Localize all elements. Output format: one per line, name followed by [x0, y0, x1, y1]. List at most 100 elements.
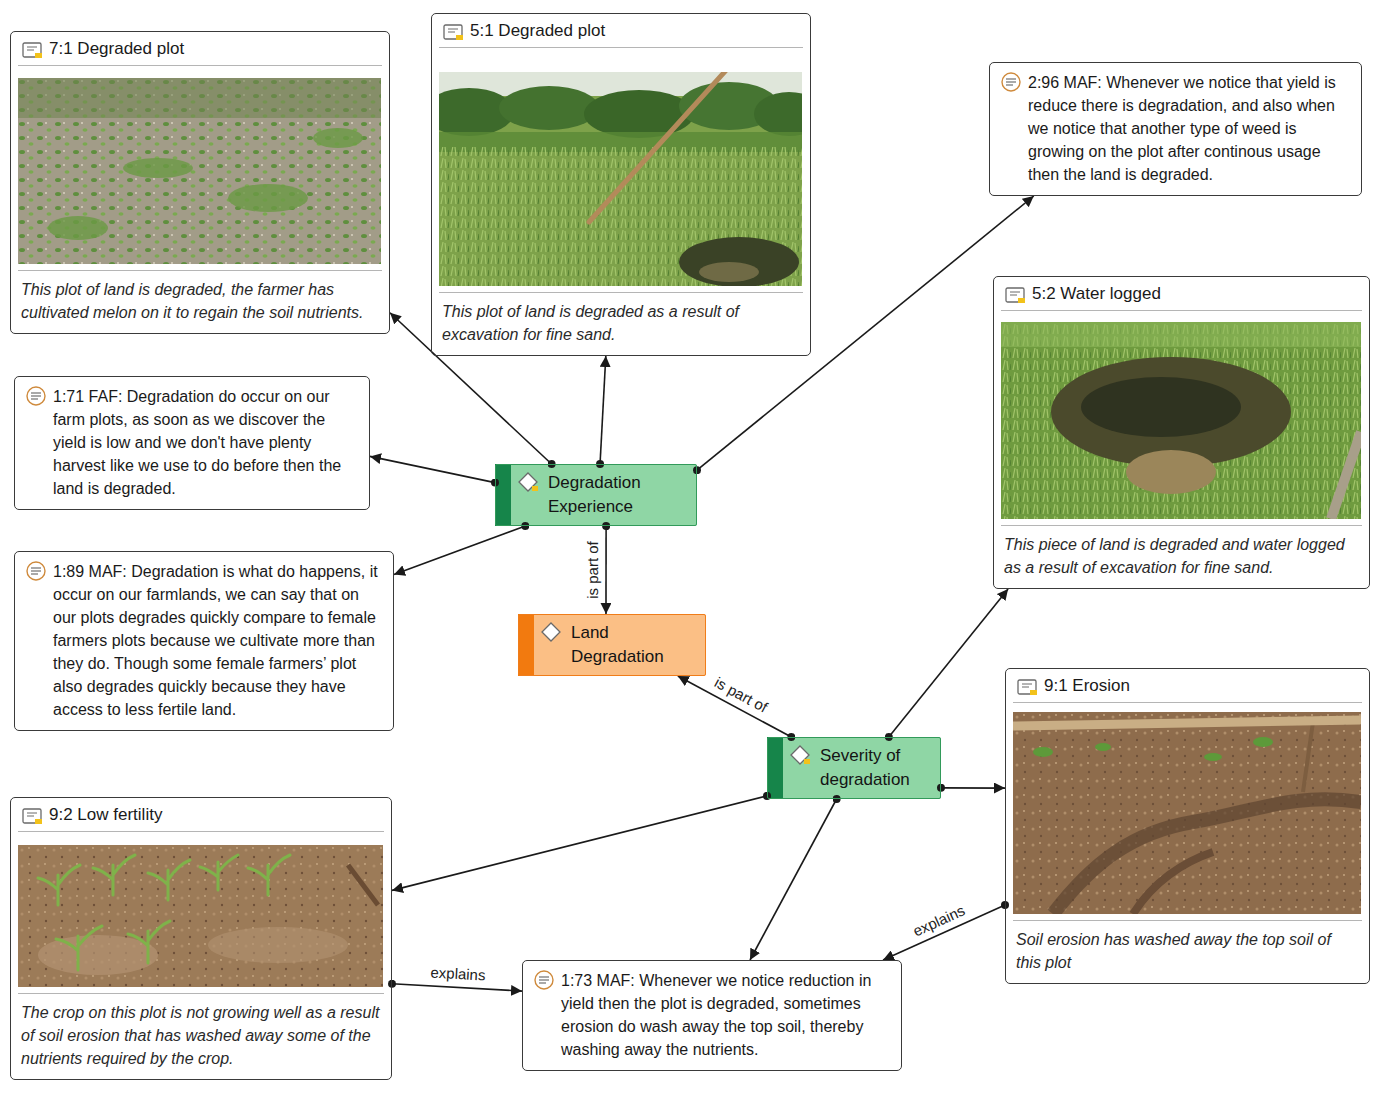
photo-box: 5:2 Water loggedThis piece of land is de…: [993, 276, 1370, 589]
weed-patch: [123, 158, 193, 178]
box-ground: [767, 737, 941, 799]
code-node: Degradation Experience: [495, 464, 697, 526]
photo-ground: [1001, 322, 1361, 519]
code-node: Land Degradation: [518, 614, 706, 676]
quote-box: 1:89 MAF: Degradation is what do happens…: [14, 551, 394, 731]
plant: [1253, 737, 1273, 747]
field-photo: [1013, 712, 1361, 914]
box-heading: 5:1 Degraded plot: [439, 14, 803, 48]
code-node: Severity of degradation: [767, 737, 941, 799]
stick: [348, 865, 378, 905]
connector: [600, 356, 606, 464]
code-label: Degradation Experience: [548, 471, 688, 519]
post: [1303, 722, 1313, 792]
plant: [1033, 747, 1053, 757]
code-label: Land Degradation: [571, 621, 697, 669]
photo-ground: [18, 78, 381, 264]
code-label: Severity of degradation: [820, 744, 932, 792]
quote-box: 1:71 FAF: Degradation do occur on our fa…: [14, 376, 370, 510]
quote-text: 1:89 MAF: Degradation is what do happens…: [53, 560, 383, 721]
gully: [1133, 852, 1213, 914]
box-heading: 9:2 Low fertility: [18, 798, 384, 832]
quote-text: 1:71 FAF: Degradation do occur on our fa…: [53, 385, 359, 500]
tree: [584, 90, 694, 138]
connector: [390, 313, 552, 464]
field-photo: [439, 72, 802, 286]
code-bar: [767, 737, 783, 799]
tree: [499, 86, 599, 130]
photo-caption: This plot of land is degraded, the farme…: [18, 270, 382, 333]
connector: [392, 796, 767, 890]
box-ground: [14, 376, 370, 510]
photo-caption: This piece of land is degraded and water…: [1001, 525, 1362, 588]
connector: [697, 196, 1034, 470]
stick: [589, 72, 729, 222]
photo-caption: This plot of land is degraded as a resul…: [439, 292, 803, 355]
grass: [439, 147, 802, 286]
photo-space: [11, 66, 389, 270]
connector: [941, 787, 1005, 789]
weed-patch: [48, 216, 108, 240]
quote-text: 2:96 MAF: Whenever we notice that yield …: [1028, 71, 1351, 186]
quote-box: 1:73 MAF: Whenever we notice reduction i…: [522, 960, 902, 1071]
box-ground: [993, 276, 1370, 589]
edge-label: is part of: [584, 538, 602, 602]
connector: [750, 799, 837, 960]
grass-band: [1001, 322, 1361, 347]
connector: [370, 456, 495, 482]
photo-ground: [18, 845, 383, 987]
water: [1081, 377, 1241, 437]
photo-space: [1006, 703, 1369, 920]
photo-band: [18, 78, 381, 118]
connector: [394, 526, 525, 574]
field-photo: [18, 845, 383, 987]
box-ground: [10, 797, 392, 1080]
field-photo: [18, 78, 381, 264]
connector: [392, 984, 522, 991]
grass: [1001, 322, 1361, 519]
box-heading: 5:2 Water logged: [1001, 277, 1362, 311]
photo-box: 7:1 Degraded plotThis plot of land is de…: [10, 31, 390, 334]
gully: [1053, 799, 1361, 914]
connector: [889, 589, 1008, 737]
quote-text: 1:73 MAF: Whenever we notice reduction i…: [561, 969, 891, 1061]
box-heading: 7:1 Degraded plot: [18, 32, 382, 66]
photo-box: 9:2 Low fertilityThe crop on this plot i…: [10, 797, 392, 1080]
quote-box: 2:96 MAF: Whenever we notice that yield …: [989, 62, 1362, 196]
trunk: [1331, 432, 1361, 519]
stick: [1013, 720, 1361, 726]
box-ground: [10, 31, 390, 334]
code-bar: [495, 464, 511, 526]
photo-space: [11, 832, 391, 993]
box-ground: [431, 13, 811, 356]
quote-icon: [27, 73, 1020, 989]
photo-caption: The crop on this plot is not growing wel…: [18, 993, 384, 1079]
box-ground: [518, 614, 706, 676]
seedlings: [38, 855, 290, 970]
box-ground: [522, 960, 902, 1071]
box-ground: [14, 551, 394, 731]
mound: [1126, 450, 1216, 494]
connector: [883, 905, 1005, 960]
box-ground: [989, 62, 1362, 196]
photo-box: 9:1 ErosionSoil erosion has washed away …: [1005, 668, 1370, 984]
ditch: [679, 237, 799, 286]
code-icon: [519, 473, 810, 764]
plant: [1095, 743, 1111, 751]
plant: [1204, 753, 1222, 761]
weed-patch: [228, 184, 308, 212]
photo-box: 5:1 Degraded plotThis plot of land is de…: [431, 13, 811, 356]
box-ground: [1005, 668, 1370, 984]
box-ground: [495, 464, 697, 526]
photo-ground: [1013, 712, 1361, 914]
soil: [18, 845, 383, 987]
sand: [699, 262, 759, 282]
photo-texture: [18, 78, 381, 264]
weed-patch: [313, 128, 363, 148]
edge-label: is part of: [708, 672, 772, 718]
soil-patch: [208, 927, 348, 963]
connector: [678, 676, 792, 737]
edge-label: explains: [907, 900, 970, 941]
